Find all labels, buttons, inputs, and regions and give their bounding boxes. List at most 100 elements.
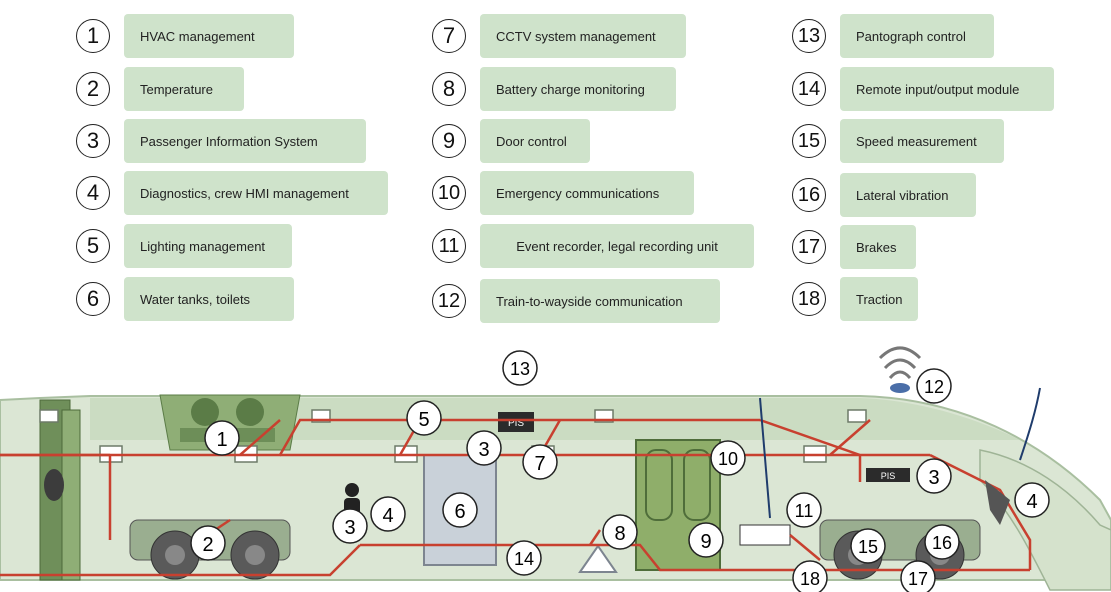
legend-label: Speed measurement: [840, 119, 1004, 163]
svg-text:15: 15: [858, 537, 878, 557]
legend-item-2: 2 Temperature: [76, 67, 244, 111]
gangway-bellow: [61, 409, 81, 581]
legend-label: Event recorder, legal recording unit: [480, 224, 754, 268]
driver-seat: [985, 480, 1010, 525]
marker-10: 10: [710, 440, 746, 476]
marker-3-cab: 3: [916, 458, 952, 494]
marker-14: 14: [506, 540, 542, 576]
marker-4: 4: [1014, 482, 1050, 518]
legend-label: Temperature: [124, 67, 244, 111]
svg-text:13: 13: [510, 359, 530, 379]
legend-item-17: 17 Brakes: [792, 225, 916, 269]
svg-text:5: 5: [418, 409, 429, 431]
legend-number: 3: [76, 124, 110, 158]
legend-number: 14: [792, 72, 826, 106]
svg-text:17: 17: [908, 569, 928, 589]
svg-text:4: 4: [1026, 491, 1037, 513]
legend-label: Lighting management: [124, 224, 292, 268]
legend-item-1: 1 HVAC management: [76, 14, 294, 58]
door-window: [645, 449, 673, 521]
svg-text:3: 3: [344, 517, 355, 539]
legend-item-3: 3 Passenger Information System: [76, 119, 366, 163]
legend-number: 13: [792, 19, 826, 53]
svg-text:3: 3: [478, 439, 489, 461]
marker-4-salon: 4: [370, 496, 406, 532]
antenna-signal-icon: [878, 346, 922, 380]
marker-9: 9: [688, 522, 724, 558]
legend-item-14: 14 Remote input/output module: [792, 67, 1054, 111]
pis-screen: [866, 468, 910, 482]
marker-6: 6: [442, 492, 478, 528]
svg-text:1: 1: [216, 429, 227, 451]
svg-text:9: 9: [700, 531, 711, 553]
legend-item-12: 12 Train-to-wayside communication: [432, 279, 720, 323]
legend-label: Brakes: [840, 225, 916, 269]
legend-label: Water tanks, toilets: [124, 277, 294, 321]
legend-item-6: 6 Water tanks, toilets: [76, 277, 294, 321]
svg-text:8: 8: [614, 523, 625, 545]
legend-item-15: 15 Speed measurement: [792, 119, 1004, 163]
legend-number: 12: [432, 284, 466, 318]
svg-text:2: 2: [202, 534, 213, 556]
svg-text:3: 3: [928, 467, 939, 489]
marker-15: 15: [850, 528, 886, 564]
legend-number: 7: [432, 19, 466, 53]
legend-number: 16: [792, 178, 826, 212]
marker-8: 8: [602, 514, 638, 550]
legend-number: 4: [76, 176, 110, 210]
antenna: [890, 383, 910, 393]
legend-label: Remote input/output module: [840, 67, 1054, 111]
svg-text:14: 14: [514, 549, 534, 569]
legend-label: Emergency communications: [480, 171, 694, 215]
marker-1: 1: [204, 420, 240, 456]
hvac-fan: [236, 398, 264, 426]
legend-label: Passenger Information System: [124, 119, 366, 163]
pis-screen: [498, 412, 534, 432]
legend-number: 11: [432, 229, 466, 263]
coupler: [44, 469, 64, 501]
legend-number: 6: [76, 282, 110, 316]
legend-number: 18: [792, 282, 826, 316]
legend-item-16: 16 Lateral vibration: [792, 173, 976, 217]
pantograph-arrow: [759, 397, 771, 519]
legend-label: Lateral vibration: [840, 173, 976, 217]
svg-text:18: 18: [800, 569, 820, 589]
pantograph-arrow: [1019, 387, 1041, 461]
legend-item-10: 10 Emergency communications: [432, 171, 694, 215]
legend-item-4: 4 Diagnostics, crew HMI management: [76, 171, 388, 215]
legend-number: 15: [792, 124, 826, 158]
legend-label: Diagnostics, crew HMI management: [124, 171, 388, 215]
diagram-markers: 1 2 3 4 5 6 7 8 9 10 11 12 13 14 15 16 1…: [190, 350, 1050, 592]
marker-5: 5: [406, 400, 442, 436]
battery-box: [578, 544, 618, 573]
legend-number: 17: [792, 230, 826, 264]
door-window: [683, 449, 711, 521]
event-recorder: [739, 524, 791, 546]
svg-text:16: 16: [932, 533, 952, 553]
marker-13: 13: [502, 350, 538, 386]
legend-number: 8: [432, 72, 466, 106]
marker-3-salon: 3: [332, 508, 368, 544]
legend-item-9: 9 Door control: [432, 119, 590, 163]
svg-text:7: 7: [534, 453, 545, 475]
marker-16: 16: [924, 524, 960, 560]
train-diagram: PIS PIS: [0, 346, 1111, 592]
legend-number: 5: [76, 229, 110, 263]
legend-item-8: 8 Battery charge monitoring: [432, 67, 676, 111]
svg-text:6: 6: [454, 501, 465, 523]
legend-label: Traction: [840, 277, 918, 321]
legend-label: Train-to-wayside communication: [480, 279, 720, 323]
svg-text:4: 4: [382, 505, 393, 527]
legend-label: Door control: [480, 119, 590, 163]
legend-label: Battery charge monitoring: [480, 67, 676, 111]
wiring-network: [0, 418, 1032, 577]
legend-item-18: 18 Traction: [792, 277, 918, 321]
legend-item-5: 5 Lighting management: [76, 224, 292, 268]
marker-17: 17: [900, 560, 936, 592]
legend-item-13: 13 Pantograph control: [792, 14, 994, 58]
pis-screen-text: PIS: [508, 418, 524, 429]
legend-number: 1: [76, 19, 110, 53]
svg-text:12: 12: [924, 377, 944, 397]
legend-label: HVAC management: [124, 14, 294, 58]
legend-number: 10: [432, 176, 466, 210]
